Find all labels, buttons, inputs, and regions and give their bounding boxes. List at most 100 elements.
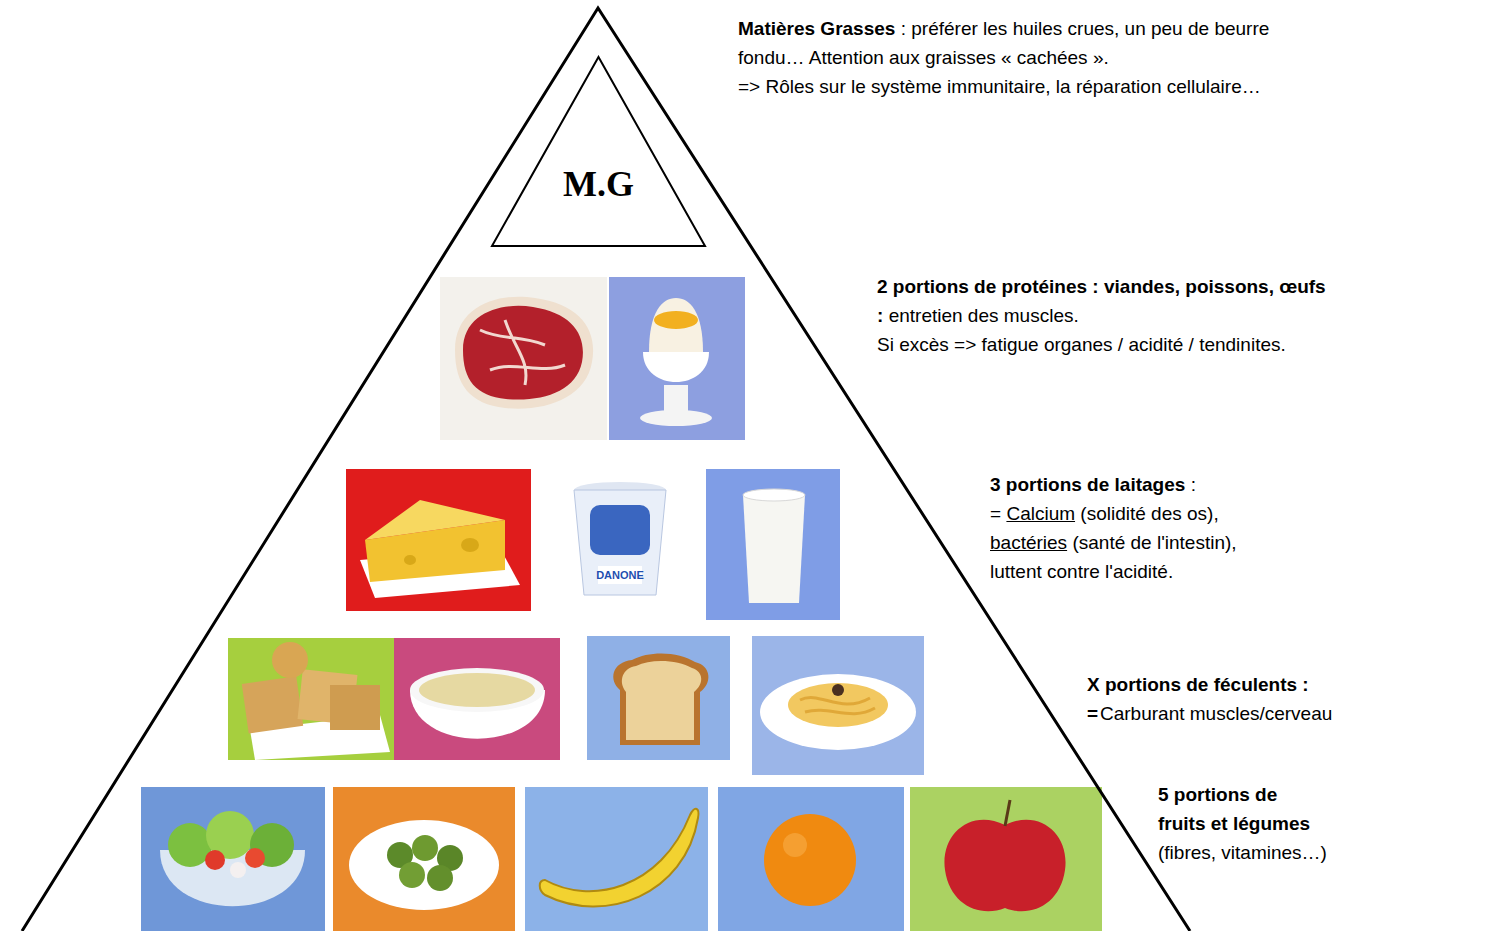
egg-photo-path — [649, 298, 703, 352]
meat-photo-path — [480, 320, 565, 385]
text-line: Matières Grasses: préférer les huiles cr… — [738, 14, 1298, 72]
orange-photo-rect — [718, 787, 904, 931]
text-line: => Rôles sur le système immunitaire, la … — [738, 72, 1298, 101]
salad-photo-circle — [205, 850, 225, 870]
protein-note: 2 portions de protéines : viandes, poiss… — [877, 272, 1387, 359]
pasta-photo-circle — [832, 684, 844, 696]
note-text: (santé de l'intestin), — [1072, 532, 1236, 553]
note-text: = — [990, 503, 1001, 524]
apple-photo-rect — [910, 787, 1102, 931]
pasta-photo-path — [800, 698, 875, 714]
orange-photo-circle — [764, 814, 856, 906]
text-line: X portions de féculents : — [1087, 670, 1479, 699]
text-line: bactéries(santé de l'intestin), — [990, 528, 1290, 557]
fat-note: Matières Grasses: préférer les huiles cr… — [738, 14, 1298, 101]
pyramid-outline — [22, 8, 1190, 931]
text-line: luttent contre l'acidité. — [990, 557, 1290, 586]
bread-photo-rect — [587, 636, 730, 760]
crackers-photo-circle — [272, 642, 308, 678]
yogurt-photo-rect — [590, 505, 650, 555]
starch-note: X portions de féculents : =Carburant musc… — [1087, 670, 1479, 728]
meat-photo — [440, 277, 607, 440]
meat-photo-path — [455, 297, 593, 409]
text-line: (fibres, vitamines…) — [1158, 838, 1323, 867]
orange-photo-circle — [783, 833, 807, 857]
egg-photo-rect — [609, 277, 745, 440]
rice-photo — [394, 638, 560, 760]
note-text: entretien des muscles. — [889, 305, 1079, 326]
apple-photo-path — [1005, 800, 1010, 826]
rice-photo-ellipse — [410, 668, 544, 712]
pasta-photo-ellipse — [788, 683, 888, 727]
orange-photo — [718, 787, 904, 931]
brand-text: DANONE — [596, 569, 644, 581]
cheese-photo — [346, 469, 531, 611]
apple-photo — [910, 787, 1102, 931]
salad-photo-rect — [141, 787, 325, 931]
meat-photo-path — [463, 306, 583, 400]
apple-photo-path — [944, 820, 1065, 911]
pasta-photo — [752, 636, 924, 775]
note-text: 5 portions de fruits et légumes — [1158, 784, 1310, 834]
salad-photo-circle — [245, 848, 265, 868]
sprouts-photo-ellipse — [349, 820, 499, 910]
note-text: X portions de féculents : — [1087, 674, 1309, 695]
sprouts-photo-circle — [399, 862, 425, 888]
rice-photo-ellipse — [419, 673, 535, 707]
sprouts-photo-rect — [333, 787, 515, 931]
cheese-photo-rect — [346, 469, 531, 611]
note-text: luttent contre l'acidité. — [990, 561, 1173, 582]
text-line: =Carburant muscles/cerveau — [1087, 699, 1479, 728]
pasta-photo-rect — [752, 636, 924, 775]
milk-photo-path — [743, 495, 805, 603]
note-text: = — [1087, 703, 1098, 724]
triangle-shape — [492, 57, 705, 246]
crackers-photo — [228, 638, 394, 760]
note-text: Matières Grasses — [738, 18, 895, 39]
text-line: 5 portions de fruits et légumes — [1158, 780, 1323, 838]
text-line: 2 portions de protéines : viandes, poiss… — [877, 272, 1387, 330]
cheese-photo-polygon — [365, 500, 505, 540]
salad-photo — [141, 787, 325, 931]
egg-photo-path — [643, 352, 709, 382]
note-text: (fibres, vitamines…) — [1158, 842, 1327, 863]
text-line: 3 portions de laitages: — [990, 470, 1290, 499]
milk-photo-rect — [706, 469, 840, 620]
node-label: M.G — [490, 55, 707, 205]
banana-photo-rect — [525, 787, 708, 931]
note-text: 3 portions de laitages — [990, 474, 1185, 495]
bread-photo-path — [622, 661, 701, 740]
banana-photo — [525, 787, 708, 931]
banana-photo-path — [540, 809, 699, 907]
salad-photo-circle — [230, 862, 246, 878]
triangle-outline — [490, 55, 707, 248]
text-line: Si excès => fatigue organes / acidité / … — [877, 330, 1387, 359]
note-text: bactéries — [990, 532, 1067, 553]
egg-photo-ellipse — [654, 311, 698, 329]
yogurt-photo — [551, 469, 688, 605]
text-line: =Calcium(solidité des os), — [990, 499, 1290, 528]
bread-photo — [587, 636, 730, 760]
crackers-photo-rect — [242, 676, 303, 733]
crackers-photo-rect — [330, 685, 380, 730]
fruit-note: 5 portions de fruits et légumes (fibres, … — [1158, 780, 1323, 867]
rice-photo-rect — [394, 638, 560, 760]
note-text: Calcium — [1006, 503, 1075, 524]
milk-photo-ellipse — [743, 489, 805, 501]
cheese-photo-ellipse — [404, 555, 416, 565]
crackers-photo-rect — [228, 638, 394, 760]
note-text: Carburant muscles/cerveau — [1100, 703, 1332, 724]
pasta-photo-ellipse — [760, 674, 916, 750]
note-text: => Rôles sur le système immunitaire, la … — [738, 76, 1261, 97]
note-text: : — [1191, 474, 1196, 495]
egg-photo — [609, 277, 745, 440]
egg-photo-rect — [664, 385, 688, 418]
fat-triangle: M.G — [490, 55, 707, 248]
milk-photo — [706, 469, 840, 620]
yogurt-photo-rect — [551, 469, 688, 605]
sprouts-photo — [333, 787, 515, 931]
sprouts-photo-circle — [427, 865, 453, 891]
bread-photo-path — [613, 653, 708, 745]
note-text: (solidité des os), — [1080, 503, 1218, 524]
cheese-photo-ellipse — [461, 538, 479, 552]
